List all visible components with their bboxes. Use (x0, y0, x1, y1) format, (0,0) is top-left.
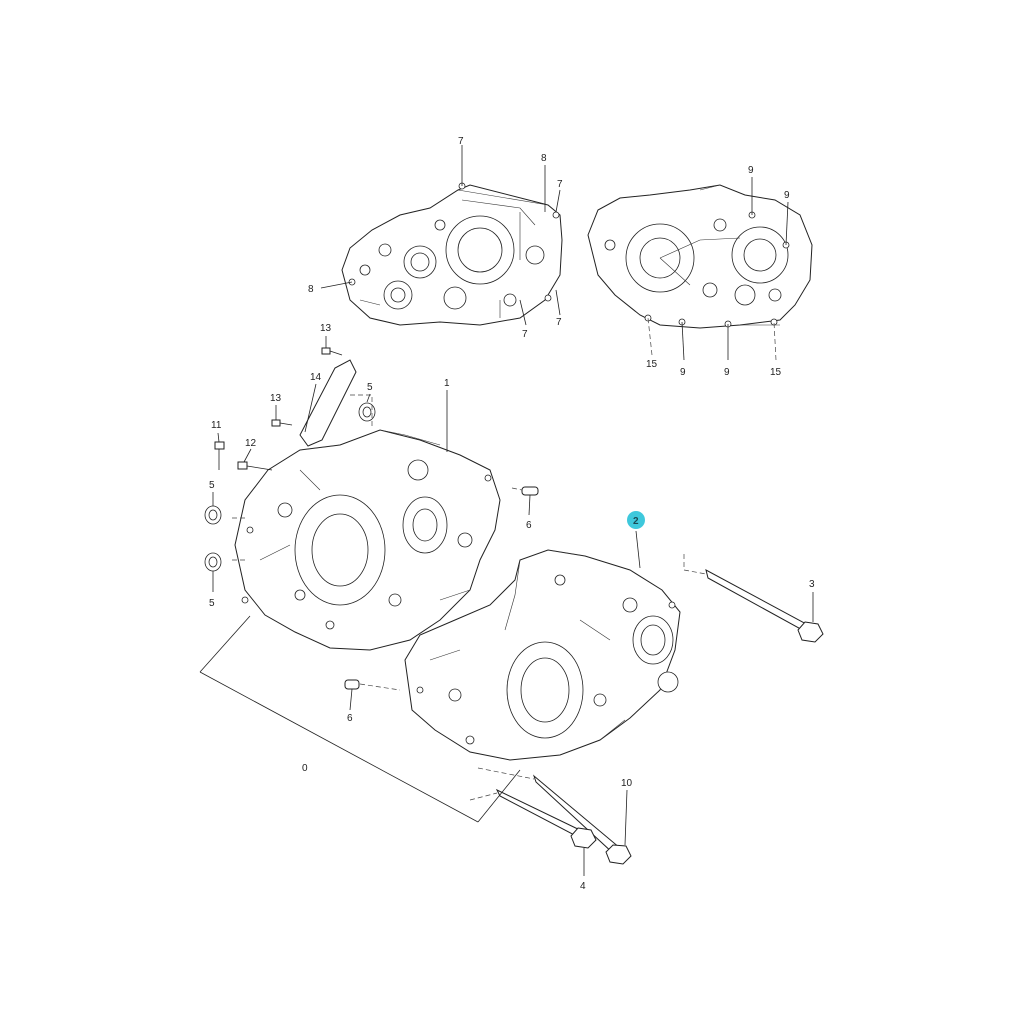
right-crankcase-half (404, 549, 681, 761)
callout-9[interactable]: 9 (724, 367, 730, 378)
dowel-pin-5-left (204, 505, 222, 525)
callout-5[interactable]: 5 (209, 598, 215, 609)
dowel-pin-5-lower (204, 552, 222, 572)
callout-6[interactable]: 6 (526, 520, 532, 531)
bolt-13-upper (321, 347, 343, 356)
callout-5[interactable]: 5 (209, 480, 215, 491)
callout-9[interactable]: 9 (680, 367, 686, 378)
callout-3[interactable]: 3 (809, 579, 815, 590)
callout-13[interactable]: 13 (270, 393, 282, 404)
bolt-13-lower (271, 419, 293, 427)
dowel-pin-5-upper (358, 402, 376, 422)
long-bolt-3 (705, 569, 824, 643)
bracket-14 (299, 359, 357, 447)
callout-10[interactable]: 10 (621, 778, 633, 789)
callout-13[interactable]: 13 (320, 323, 332, 334)
bolt-12 (237, 461, 273, 471)
callout-14[interactable]: 14 (310, 372, 322, 383)
callout-7[interactable]: 7 (458, 136, 464, 147)
dashed-guide-lines (232, 394, 707, 801)
callout-5[interactable]: 5 (367, 382, 373, 393)
callout-9[interactable]: 9 (748, 165, 754, 176)
callout-6[interactable]: 6 (347, 713, 353, 724)
callout-15[interactable]: 15 (646, 359, 658, 370)
highlight-marker[interactable] (627, 511, 645, 529)
callout-2[interactable]: 2 (633, 516, 639, 527)
callout-7[interactable]: 7 (556, 317, 562, 328)
callout-15[interactable]: 15 (770, 367, 782, 378)
left-crankcase-half (234, 429, 501, 651)
callout-12[interactable]: 12 (245, 438, 257, 449)
bolt-4 (495, 788, 597, 849)
pin-6-upper (521, 486, 539, 496)
callout-9[interactable]: 9 (784, 190, 790, 201)
bolt-10 (532, 774, 632, 865)
upper-right-case-view (587, 184, 813, 329)
callout-0[interactable]: 0 (302, 763, 308, 774)
callout-8[interactable]: 8 (308, 284, 314, 295)
leader-lines (199, 145, 814, 876)
callout-8[interactable]: 8 (541, 153, 547, 164)
upper-left-case-view (341, 182, 563, 326)
pin-6-lower (344, 679, 360, 690)
bolt-11 (214, 441, 225, 470)
callout-1[interactable]: 1 (444, 378, 450, 389)
callout-7[interactable]: 7 (522, 329, 528, 340)
callout-11[interactable]: 11 (211, 420, 222, 431)
callout-7[interactable]: 7 (557, 179, 563, 190)
callout-labels: 7 8 7 8 7 7 9 9 15 9 9 15 13 14 5 1 13 1… (209, 136, 815, 892)
callout-4[interactable]: 4 (580, 881, 586, 892)
